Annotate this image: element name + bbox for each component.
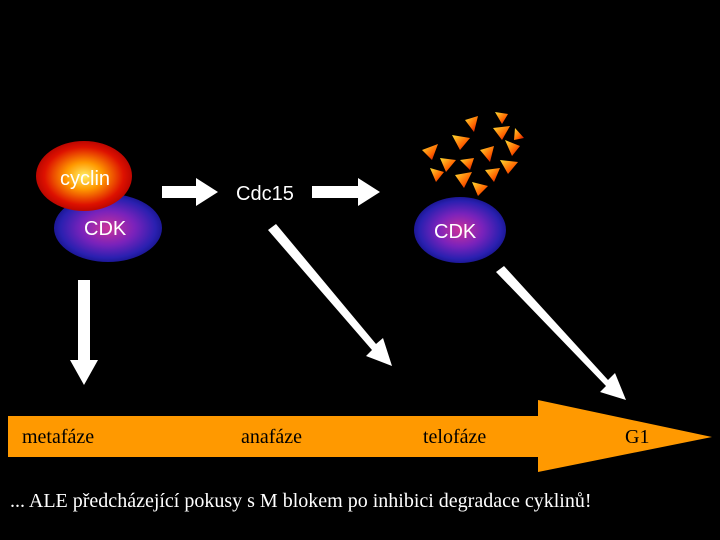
cdk-left-label: CDK	[84, 218, 127, 240]
phase-metafaze: metafáze	[22, 426, 95, 448]
arrow-cdk-to-cdc15	[162, 178, 218, 206]
cyclin-shape	[36, 141, 132, 211]
footnote-text: ... ALE předcházející pokusy s M blokem …	[10, 490, 592, 512]
degraded-cyclin-fragments	[422, 112, 524, 196]
timeline-arrow	[8, 400, 712, 472]
arrow-to-anafaze	[268, 224, 392, 366]
cdk-right-shape	[414, 197, 506, 263]
cdk-left-shape	[54, 194, 162, 262]
phase-anafaze: anafáze	[241, 426, 303, 448]
arrow-cdk-to-metafaze	[70, 280, 98, 385]
cyclin-label: cyclin	[60, 168, 111, 190]
arrow-to-g1	[496, 266, 626, 400]
cdk-right-label: CDK	[434, 221, 477, 243]
phase-g1: G1	[625, 426, 650, 448]
cdc15-label: Cdc15	[236, 183, 294, 205]
arrow-cdc15-to-cdk	[312, 178, 380, 206]
phase-telofaze: telofáze	[423, 426, 487, 448]
